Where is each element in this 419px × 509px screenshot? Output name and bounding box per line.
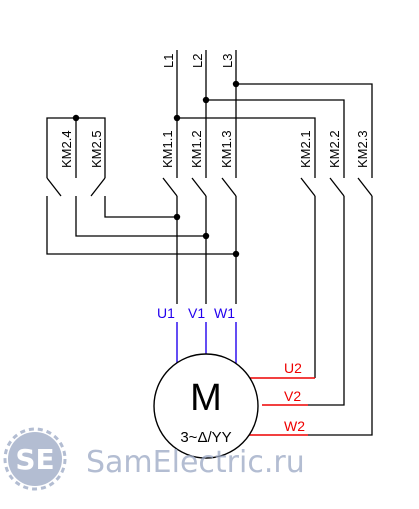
contact-km23: KM2.3 (355, 130, 373, 197)
motor: M 3~Δ/YY (153, 353, 259, 459)
contact-km11: KM1.1 (160, 130, 178, 197)
junction-node (232, 80, 240, 88)
contacts: KM2.4 KM2.5 KM1.1 KM1.2 KM1.3 KM2.1 KM2.… (46, 130, 373, 197)
feeder-buses (173, 80, 373, 178)
contact-label-km22: KM2.2 (327, 130, 342, 168)
supply-lines: L1 L2 L3 (161, 50, 237, 178)
motor-symbol: M (190, 377, 222, 419)
contact-km25: KM2.5 (89, 130, 106, 197)
motor-connection-label: 3~Δ/YY (180, 429, 231, 446)
contact-km22: KM2.2 (327, 130, 345, 197)
contact-km21: KM2.1 (298, 130, 316, 197)
contact-km12: KM1.2 (189, 130, 207, 197)
junction-node (202, 96, 210, 104)
contact-label-km23: KM2.3 (355, 130, 370, 168)
lower-wiring (46, 196, 373, 436)
motor-circle (153, 353, 259, 459)
contact-label-km11: KM1.1 (160, 130, 175, 168)
watermark: SE SamElectric.ru (3, 427, 305, 491)
terminal-label-v1: V1 (188, 305, 205, 321)
watermark-logo-text: SE (15, 443, 54, 476)
watermark-logo: SE (3, 427, 67, 491)
contact-label-km12: KM1.2 (189, 130, 204, 168)
terminals-2: U2 V2 W2 (248, 360, 315, 436)
contact-label-km13: KM1.3 (219, 130, 234, 168)
contact-label-km25: KM2.5 (89, 130, 104, 168)
terminals-1: U1 V1 W1 (157, 305, 237, 367)
junction-node (202, 232, 210, 240)
junction-node (173, 114, 181, 122)
contact-km24: KM2.4 (46, 130, 74, 197)
terminal-label-u1: U1 (157, 305, 175, 321)
terminal-label-w2: W2 (284, 418, 305, 434)
terminal-label-v2: V2 (284, 388, 301, 404)
line-label-l1: L1 (161, 54, 176, 68)
line-label-l3: L3 (220, 54, 235, 68)
contact-label-km24: KM2.4 (59, 130, 74, 168)
terminal-label-w1: W1 (214, 305, 235, 321)
junction-node (72, 114, 80, 122)
star-bridge-top (46, 114, 106, 178)
junction-node (173, 213, 181, 221)
terminal-label-u2: U2 (284, 360, 302, 376)
line-label-l2: L2 (190, 54, 205, 68)
junction-node (232, 250, 240, 258)
contact-km13: KM1.3 (219, 130, 237, 197)
contact-label-km21: KM2.1 (298, 130, 313, 168)
watermark-text: SamElectric.ru (86, 445, 305, 480)
